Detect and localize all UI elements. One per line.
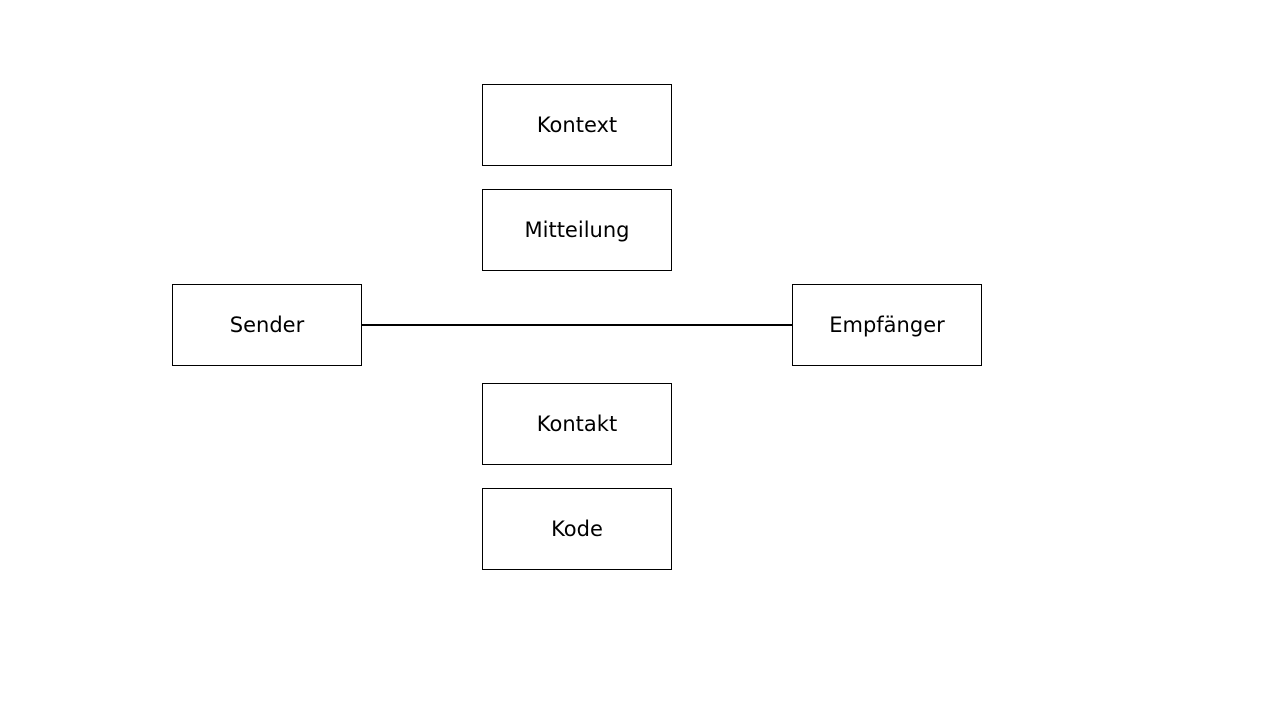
sender-empfaenger-line (361, 324, 792, 326)
mitteilung-label: Mitteilung (524, 217, 630, 242)
kontakt-box: Kontakt (482, 383, 672, 465)
kode-box: Kode (482, 488, 672, 570)
sender-label: Sender (229, 312, 305, 337)
kontext-box: Kontext (482, 84, 672, 166)
empfaenger-label: Empfänger (829, 312, 945, 337)
sender-box: Sender (172, 284, 362, 366)
kontakt-label: Kontakt (536, 411, 618, 436)
mitteilung-box: Mitteilung (482, 189, 672, 271)
empfaenger-box: Empfänger (792, 284, 982, 366)
kode-label: Kode (551, 516, 603, 541)
kontext-label: Kontext (536, 112, 618, 137)
